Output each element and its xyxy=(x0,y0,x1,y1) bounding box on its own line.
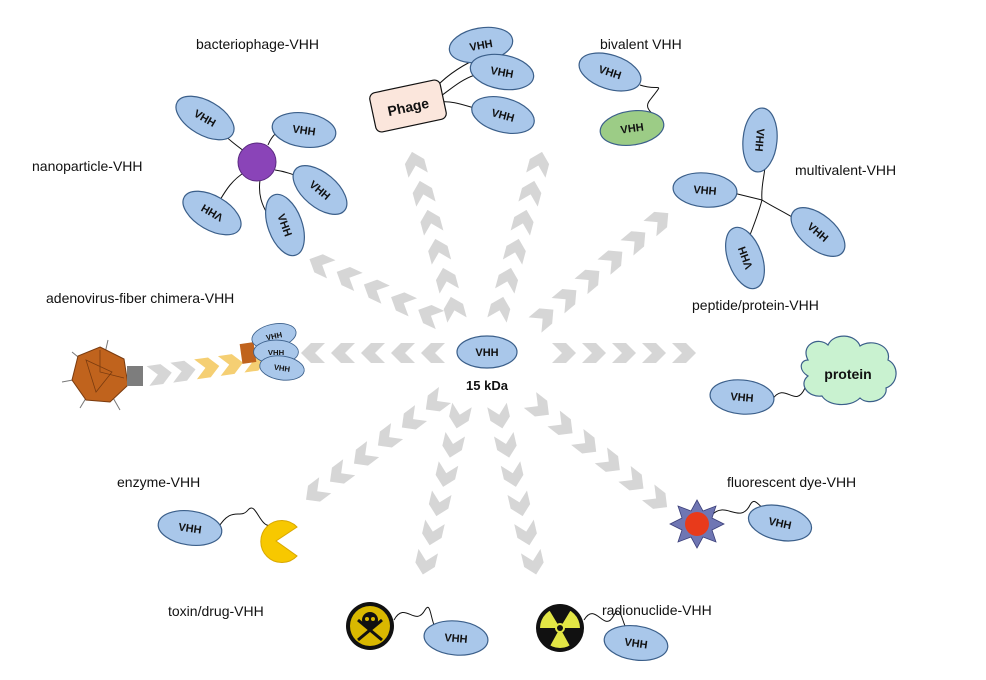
svg-text:VHH: VHH xyxy=(752,128,766,152)
enzyme-vhh-graphic: VHH xyxy=(155,506,298,563)
label-nanoparticle-vhh: nanoparticle-VHH xyxy=(32,158,143,174)
enzyme-shape xyxy=(260,520,298,563)
multivalent-vhh-graphic: VHH VHH VHH VHH xyxy=(671,106,855,295)
radionuclide-vhh-graphic: VHH xyxy=(536,604,671,665)
label-peptide-protein-vhh: peptide/protein-VHH xyxy=(692,297,819,313)
label-bacteriophage-vhh: bacteriophage-VHH xyxy=(196,36,319,52)
label-enzyme-vhh: enzyme-VHH xyxy=(117,474,201,490)
arrow-up-left xyxy=(305,250,445,330)
arrow-right xyxy=(552,343,696,363)
phage-box xyxy=(369,79,447,133)
bivalent-vhh-graphic: VHH VHH xyxy=(573,45,665,147)
arrow-up-right-top xyxy=(487,149,552,323)
svg-text:VHH: VHH xyxy=(265,330,283,342)
adenovirus-vhh-graphic: VHH VHH VHH xyxy=(61,319,307,411)
label-adenovirus-vhh: adenovirus-fiber chimera-VHH xyxy=(46,290,235,306)
bacteriophage-vhh-graphic: Phage VHH VHH VHH xyxy=(369,22,539,141)
svg-text:VHH: VHH xyxy=(489,65,514,81)
center-vhh-label: VHH xyxy=(475,347,498,359)
radiation-icon xyxy=(537,604,583,648)
fiber-knob xyxy=(239,342,257,364)
arrow-left xyxy=(301,343,445,363)
arrow-down-left-bottom xyxy=(413,402,472,577)
fluorescent-dye-vhh-graphic: VHH xyxy=(669,499,816,549)
svg-text:VHH: VHH xyxy=(292,123,317,138)
protein-cloud xyxy=(800,335,897,406)
label-bivalent-vhh: bivalent VHH xyxy=(600,36,682,52)
label-fluorescent-dye-vhh: fluorescent dye-VHH xyxy=(727,474,857,490)
nanoparticle-vhh-graphic: VHH VHH VHH VHH VHH xyxy=(168,86,357,262)
svg-text:VHH: VHH xyxy=(767,516,792,533)
label-toxin-drug-vhh: toxin/drug-VHH xyxy=(168,603,264,619)
label-multivalent-vhh: multivalent-VHH xyxy=(795,162,897,178)
svg-text:VHH: VHH xyxy=(268,348,285,357)
fiber-base xyxy=(127,366,143,386)
arrow-down-left xyxy=(300,387,452,508)
svg-text:VHH: VHH xyxy=(178,521,203,536)
arrow-down-right-bottom xyxy=(487,402,546,577)
adenovirus-capsid xyxy=(61,339,129,411)
svg-text:VHH: VHH xyxy=(490,107,516,125)
dye-core xyxy=(685,512,709,536)
nanoparticle-sphere xyxy=(237,142,277,182)
svg-text:VHH: VHH xyxy=(620,121,645,136)
label-radionuclide-vhh: radionuclide-VHH xyxy=(602,602,712,618)
svg-text:VHH: VHH xyxy=(693,184,717,198)
protein-label: protein xyxy=(824,366,871,382)
arrow-down-right xyxy=(523,392,674,516)
svg-text:VHH: VHH xyxy=(444,632,468,646)
peptide-protein-vhh-graphic: protein VHH xyxy=(708,335,897,418)
skull-crossbones-icon xyxy=(357,612,383,642)
center-vhh: VHH xyxy=(456,335,518,369)
arrow-up-right xyxy=(528,205,675,333)
svg-text:VHH: VHH xyxy=(730,391,754,405)
toxin-drug-vhh-graphic: VHH xyxy=(346,602,490,659)
svg-text:VHH: VHH xyxy=(469,38,494,54)
center-size-label: 15 kDa xyxy=(466,378,509,393)
svg-text:VHH: VHH xyxy=(624,636,649,651)
svg-text:VHH: VHH xyxy=(273,363,291,374)
